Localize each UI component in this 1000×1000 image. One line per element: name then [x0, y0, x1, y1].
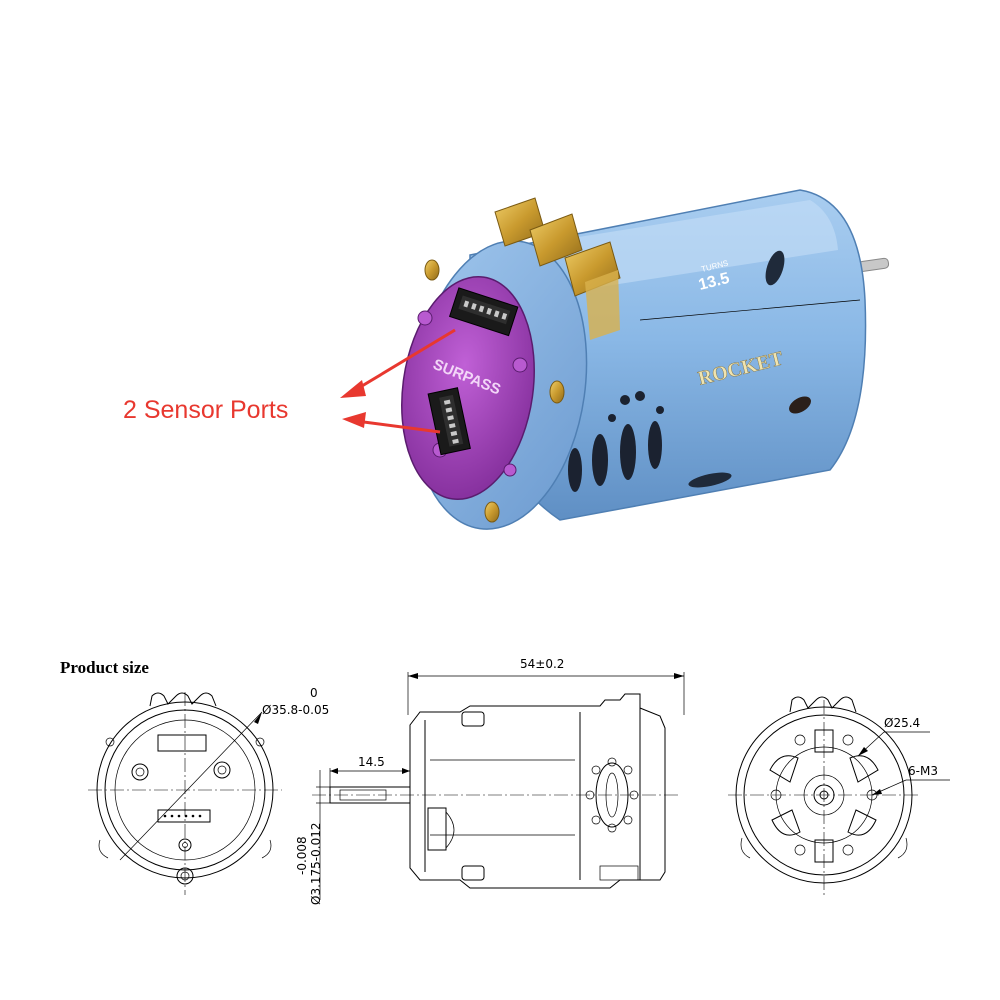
- motor-illustration: SURPASS ROCKET 13.5 TURNS: [401, 189, 890, 530]
- drawing-title: Product size: [60, 658, 149, 677]
- dim-screws: 6-M3: [908, 764, 938, 778]
- dim-shaft-diam: Ø3.175-0.012: [309, 823, 323, 905]
- front-screws: [424, 259, 565, 523]
- dim-shaft-length: 14.5: [358, 755, 385, 769]
- arrow-head-lower: [342, 412, 366, 428]
- shaft-end-view: Ø25.4 6-M3: [728, 696, 950, 895]
- arrow-to-upper-port: [351, 328, 456, 394]
- dim-bolt-circle: Ø25.4: [884, 716, 920, 730]
- arrow-head-upper: [340, 380, 366, 398]
- technical-drawing: Product size: [60, 657, 950, 905]
- sensor-port-lower: [427, 387, 471, 456]
- sensor-end-view: 0 Ø35.8-0.05: [88, 686, 329, 895]
- solder-tabs: [494, 197, 621, 340]
- dim-outer-diam: Ø35.8-0.05: [262, 703, 329, 717]
- sensor-port-upper: [448, 287, 519, 337]
- dim-shaft-diam-tol: -0.008: [295, 836, 309, 875]
- sensor-ports-label: 2 Sensor Ports: [123, 396, 288, 424]
- arrow-to-lower-port: [355, 419, 441, 434]
- sensor-port-annotation: 2 Sensor Ports: [123, 328, 456, 434]
- side-view: 54±0.2 14.5 -0.008 Ø3.175-0.012: [295, 657, 685, 905]
- dim-outer-diam-tol: 0: [310, 686, 318, 700]
- dim-overall-length: 54±0.2: [520, 657, 564, 671]
- motor-vents: [568, 391, 664, 492]
